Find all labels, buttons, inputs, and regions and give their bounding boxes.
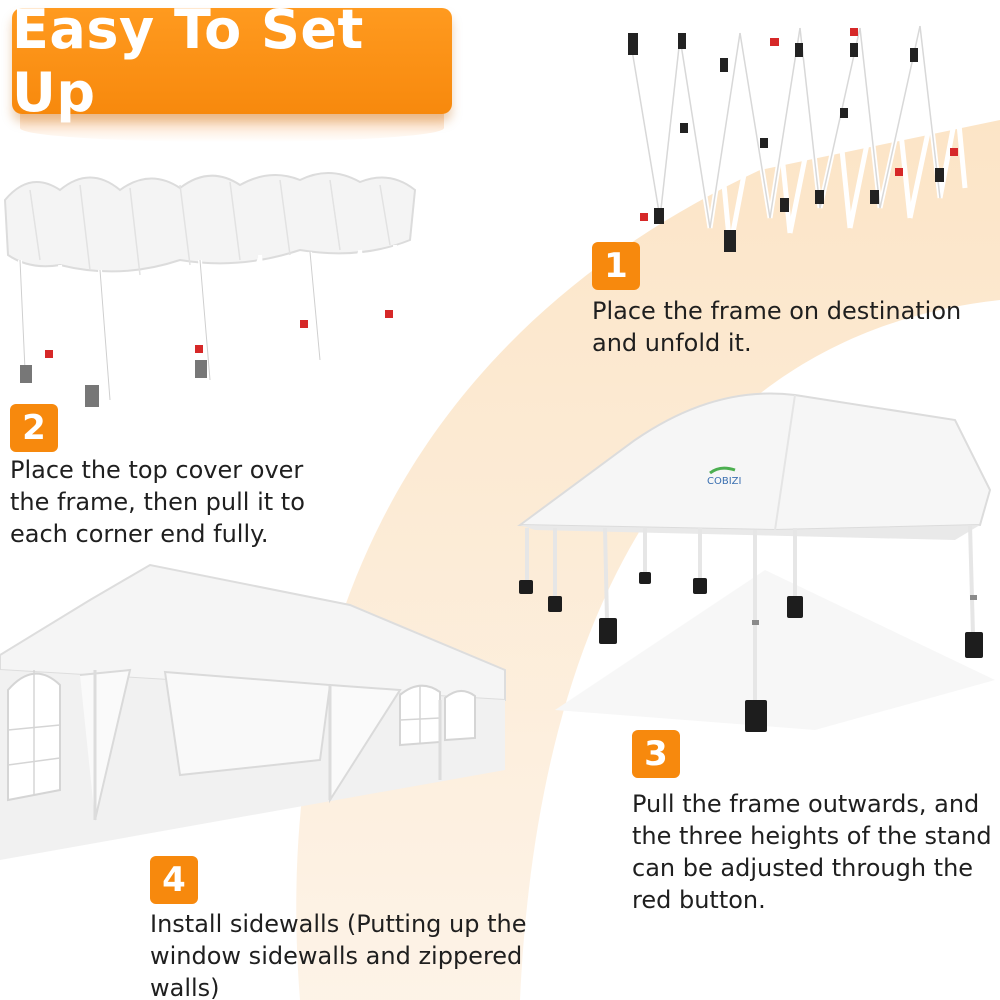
canopy-brand-mark: COBIZI	[707, 476, 741, 487]
covered-frame-image	[3, 171, 417, 407]
folded-frame-image	[627, 25, 973, 252]
title-banner-shadow	[20, 114, 444, 142]
page-title: Easy To Set Up	[12, 0, 364, 124]
step-2-badge: 2	[10, 404, 58, 452]
title-banner: Easy To Set Up	[12, 0, 452, 124]
step-4-badge: 4	[150, 856, 198, 904]
step-3-text: Pull the frame outwards, and the three h…	[632, 790, 992, 914]
open-canopy-image: COBIZI	[517, 392, 995, 732]
step-1-text: Place the frame on destination and unfol…	[592, 297, 962, 357]
step-4-text: Install sidewalls (Putting up the window…	[150, 910, 527, 1000]
sidewall-canopy-image	[0, 563, 506, 860]
step-3-badge: 3	[632, 730, 680, 778]
step-2-text: Place the top cover over the frame, then…	[10, 456, 305, 548]
step-1-badge: 1	[592, 242, 640, 290]
